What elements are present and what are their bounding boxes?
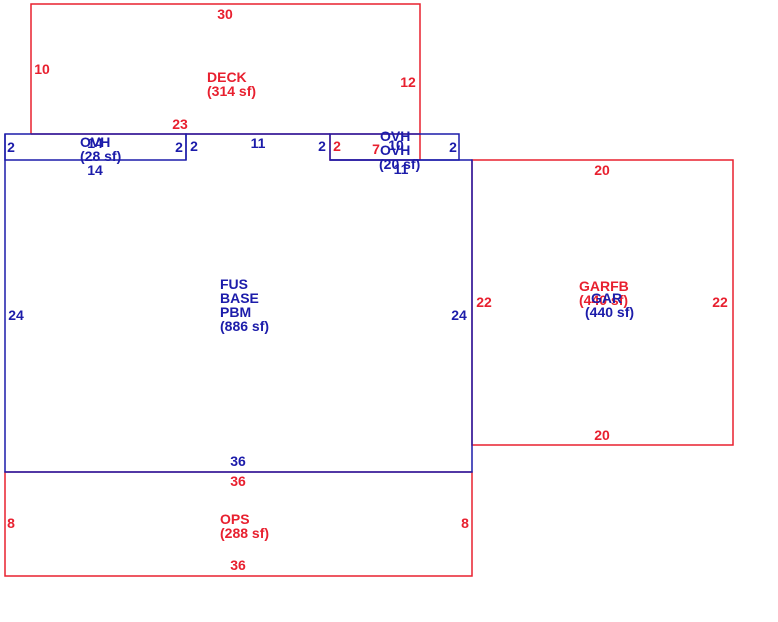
ovh-right-name-b: OVH [380,142,410,158]
main-dim-right: 24 [451,307,467,323]
deck-outline [30,3,421,160]
main-area: (886 sf) [220,318,269,334]
ovh-right-dim-top: 10 [388,137,404,153]
ops-dim-right: 8 [461,515,469,531]
main-dim-bottom: 36 [230,453,246,469]
deck-dim-top: 30 [217,6,233,22]
gar-name-b: GAR [591,290,622,306]
ovh-right-area: (20 sf) [379,156,420,172]
gar-dim-bottom: 20 [594,427,610,443]
main-dim-top-mid: 11 [251,135,266,151]
main-dim-top-right: 2 [318,138,326,154]
ovh-left-area: (28 sf) [80,148,121,164]
ovh-left-dim-left: 2 [7,139,15,155]
step-dim-left: 2 [333,138,341,154]
gar-area-b: (440 sf) [585,304,634,320]
main-dim-top-left: 2 [190,138,198,154]
ops-dim-top: 36 [230,473,246,489]
ovh-right-dim-bottom: 11 [394,161,409,177]
step-dim-seven: 7 [372,141,380,157]
gar-area-a: (440 sf) [579,292,628,308]
main-dim-left: 24 [8,307,24,323]
ovh-left-dim-bottom: 14 [87,162,103,178]
deck-dim-right: 12 [400,74,416,90]
ovh-left-dim-right: 2 [175,139,183,155]
deck-area: (314 sf) [207,83,256,99]
ops-name: OPS [220,511,250,527]
gar-dim-right: 22 [712,294,728,310]
main-label-base: BASE [220,290,259,306]
deck-dim-bottom: 23 [172,116,188,132]
main-label-pbm: PBM [220,304,251,320]
ovh-right-dim-right: 2 [449,139,457,155]
main-label-fus: FUS [220,276,248,292]
ops-dim-bottom: 36 [230,557,246,573]
ovh-right-name-a: OVH [380,128,410,144]
ovh-left-dim-top: 14 [87,135,103,151]
ovh-left-name: OVH [80,134,110,150]
ovh-left-outline [4,133,187,161]
gar-dim-left: 22 [476,294,492,310]
deck-dim-left: 10 [34,61,50,77]
gar-name-a: GARFB [579,278,629,294]
ops-area: (288 sf) [220,525,269,541]
deck-name: DECK [207,69,247,85]
ops-dim-left: 8 [7,515,15,531]
gar-dim-top: 20 [594,162,610,178]
ovh-right-outline [329,133,460,161]
